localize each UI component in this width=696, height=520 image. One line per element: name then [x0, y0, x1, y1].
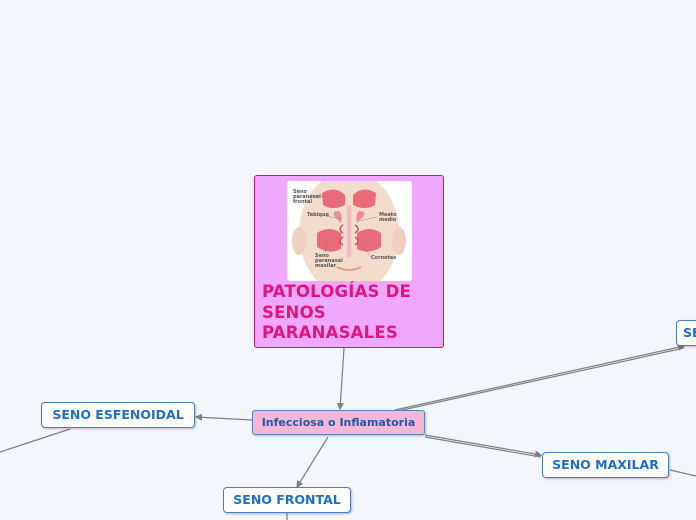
link-main-to-maxilar-2 — [424, 436, 542, 458]
main-topic-infecciosa[interactable]: Infecciosa o Inflamatoria — [252, 410, 425, 435]
link-main-to-esfenoidal — [194, 413, 253, 421]
link-main-to-offscreen-2 — [397, 347, 685, 412]
image-label-tabique: Tabique — [307, 212, 330, 218]
link-esfenoidal-out — [0, 428, 71, 453]
subtopic-seno-esfenoidal[interactable]: SENO ESFENOIDAL — [41, 402, 195, 428]
link-main-to-offscreen — [394, 343, 686, 411]
central-topic-title: PATOLOGÍAS DE SENOS PARANASALES — [262, 282, 411, 342]
link-main-to-maxilar — [424, 434, 543, 458]
link-main-to-frontal — [296, 436, 329, 489]
subtopic-seno-maxilar[interactable]: SENO MAXILAR — [542, 452, 669, 478]
link-maxilar-out — [669, 469, 696, 477]
subtopic-offscreen-right[interactable]: SE — [676, 320, 696, 346]
image-label-cornetes: Cornetes — [371, 255, 396, 261]
link-central-to-main — [336, 347, 345, 411]
subtopic-seno-frontal[interactable]: SENO FRONTAL — [223, 487, 351, 513]
